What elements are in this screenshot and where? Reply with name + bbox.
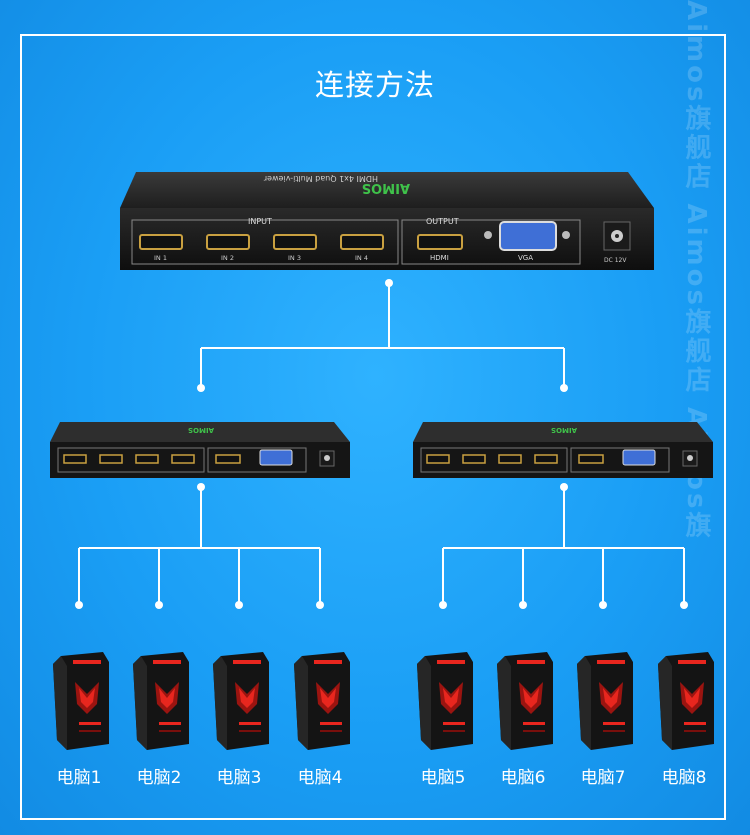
left-device-brand: AIMOS [188, 426, 214, 434]
port-label-in2: IN 2 [221, 254, 234, 262]
computer-label: 电脑3 [216, 768, 262, 788]
port-label-in3: IN 3 [288, 254, 301, 262]
output-label: OUTPUT [426, 217, 459, 226]
computer-tower-icon [53, 652, 109, 750]
port-label-in4: IN 4 [355, 254, 368, 262]
power-label: DC 12V [604, 257, 627, 264]
hdmi-out-label: HDMI [430, 254, 449, 262]
computer-label: 电脑4 [297, 768, 343, 788]
computer-tower-icon [577, 652, 633, 750]
border-frame [20, 34, 726, 820]
computer-label: 电脑7 [580, 768, 626, 788]
computer-tower-icon [133, 652, 189, 750]
computer-label: 电脑5 [420, 768, 466, 788]
computer-label: 电脑1 [56, 768, 102, 788]
computer-tower-icon [294, 652, 350, 750]
port-label-in1: IN 1 [154, 254, 167, 262]
computer-tower-icon [417, 652, 473, 750]
left-multiviewer-device: AIMOS [50, 422, 350, 478]
input-label: INPUT [248, 217, 272, 226]
computer-tower-icon [497, 652, 553, 750]
computer-tower-icon [213, 652, 269, 750]
device-model: HDMI 4x1 Quad Multi-viewer [263, 174, 378, 183]
computer-tower-icon [658, 652, 714, 750]
right-device-brand: AIMOS [551, 426, 577, 434]
computer-label: 电脑6 [500, 768, 546, 788]
vga-out-label: VGA [518, 254, 533, 262]
computer-label: 电脑2 [136, 768, 182, 788]
right-multiviewer-device: AIMOS [413, 422, 713, 478]
computer-label: 电脑8 [661, 768, 707, 788]
page-title: 连接方法 [314, 68, 435, 102]
main-multiviewer-device: HDMI 4x1 Quad Multi-viewer AIMOS INPUT I… [120, 172, 654, 270]
device-brand: AIMOS [362, 180, 410, 195]
